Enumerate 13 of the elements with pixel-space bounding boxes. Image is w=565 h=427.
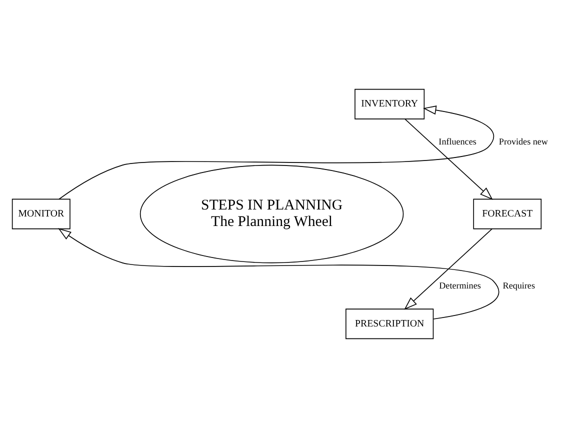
arrow bbox=[404, 118, 493, 200]
edge-label: Requires bbox=[502, 280, 535, 290]
arrow bbox=[58, 105, 494, 200]
node-box: FORECAST bbox=[473, 198, 542, 229]
node-box: INVENTORY bbox=[354, 88, 425, 119]
arrow bbox=[58, 228, 500, 319]
arrow bbox=[404, 228, 492, 310]
node-box: PRESCRIPTION bbox=[346, 308, 434, 339]
edge-label: Provides new bbox=[498, 136, 548, 146]
edge-label: Influences bbox=[438, 136, 476, 146]
node-ellipse: STEPS IN PLANNING The Planning Wheel bbox=[140, 164, 404, 263]
node-box: MONITOR bbox=[12, 198, 70, 229]
edge-label: Determines bbox=[439, 280, 481, 290]
